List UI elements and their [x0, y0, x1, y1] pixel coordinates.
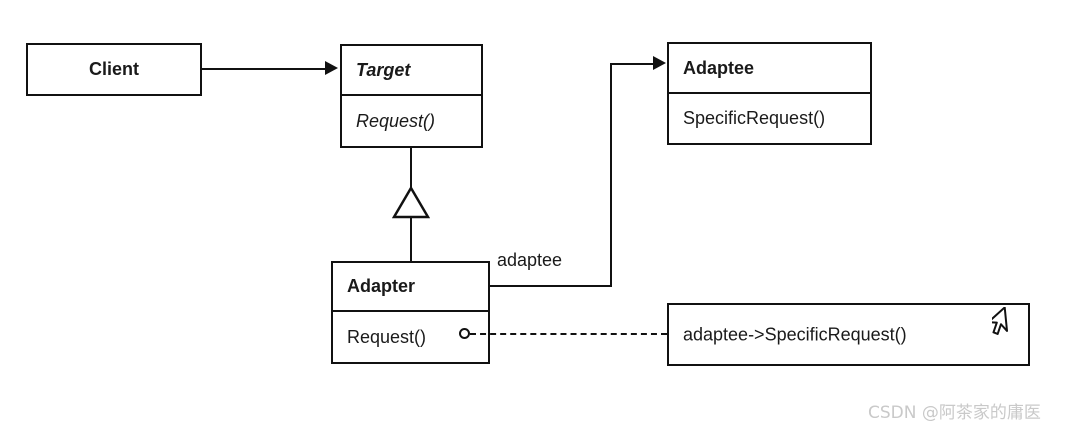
class-box-client[interactable]: Client	[26, 43, 202, 96]
edge-adapter-to-target-line-upper	[410, 148, 412, 190]
class-box-target[interactable]: Target Request()	[340, 44, 483, 148]
edge-client-to-target-line	[202, 68, 326, 70]
class-member-adapter-request: Request()	[333, 310, 488, 362]
class-member-adaptee-specificrequest: SpecificRequest()	[669, 92, 870, 143]
note-box[interactable]: adaptee->SpecificRequest()	[667, 303, 1030, 366]
edge-adapter-to-adaptee-segment-v	[610, 63, 612, 287]
class-name-adaptee: Adaptee	[683, 57, 755, 78]
edge-adapter-to-adaptee-segment-h1	[490, 285, 612, 287]
edge-adapter-to-adaptee-segment-h2	[610, 63, 655, 65]
note-anchor-socket-icon	[459, 328, 470, 339]
note-anchor-dashed-line	[470, 333, 667, 335]
edge-adapter-to-target-line-lower	[410, 216, 412, 262]
edge-client-to-target-arrowhead	[325, 61, 338, 75]
watermark-text: CSDN @阿茶家的庸医	[868, 403, 1041, 423]
generalization-triangle-icon	[392, 186, 430, 219]
class-name-adapter: Adapter	[347, 276, 416, 296]
edge-label-adaptee: adaptee	[497, 250, 563, 270]
class-box-adaptee[interactable]: Adaptee SpecificRequest()	[667, 42, 872, 145]
class-name-client: Client	[88, 59, 139, 79]
class-member-target-request: Request()	[342, 94, 481, 146]
note-text: adaptee->SpecificRequest()	[683, 324, 907, 344]
edge-adapter-to-adaptee-arrowhead	[653, 56, 666, 70]
class-name-target: Target	[356, 59, 411, 80]
class-box-adapter[interactable]: Adapter Request()	[331, 261, 490, 364]
